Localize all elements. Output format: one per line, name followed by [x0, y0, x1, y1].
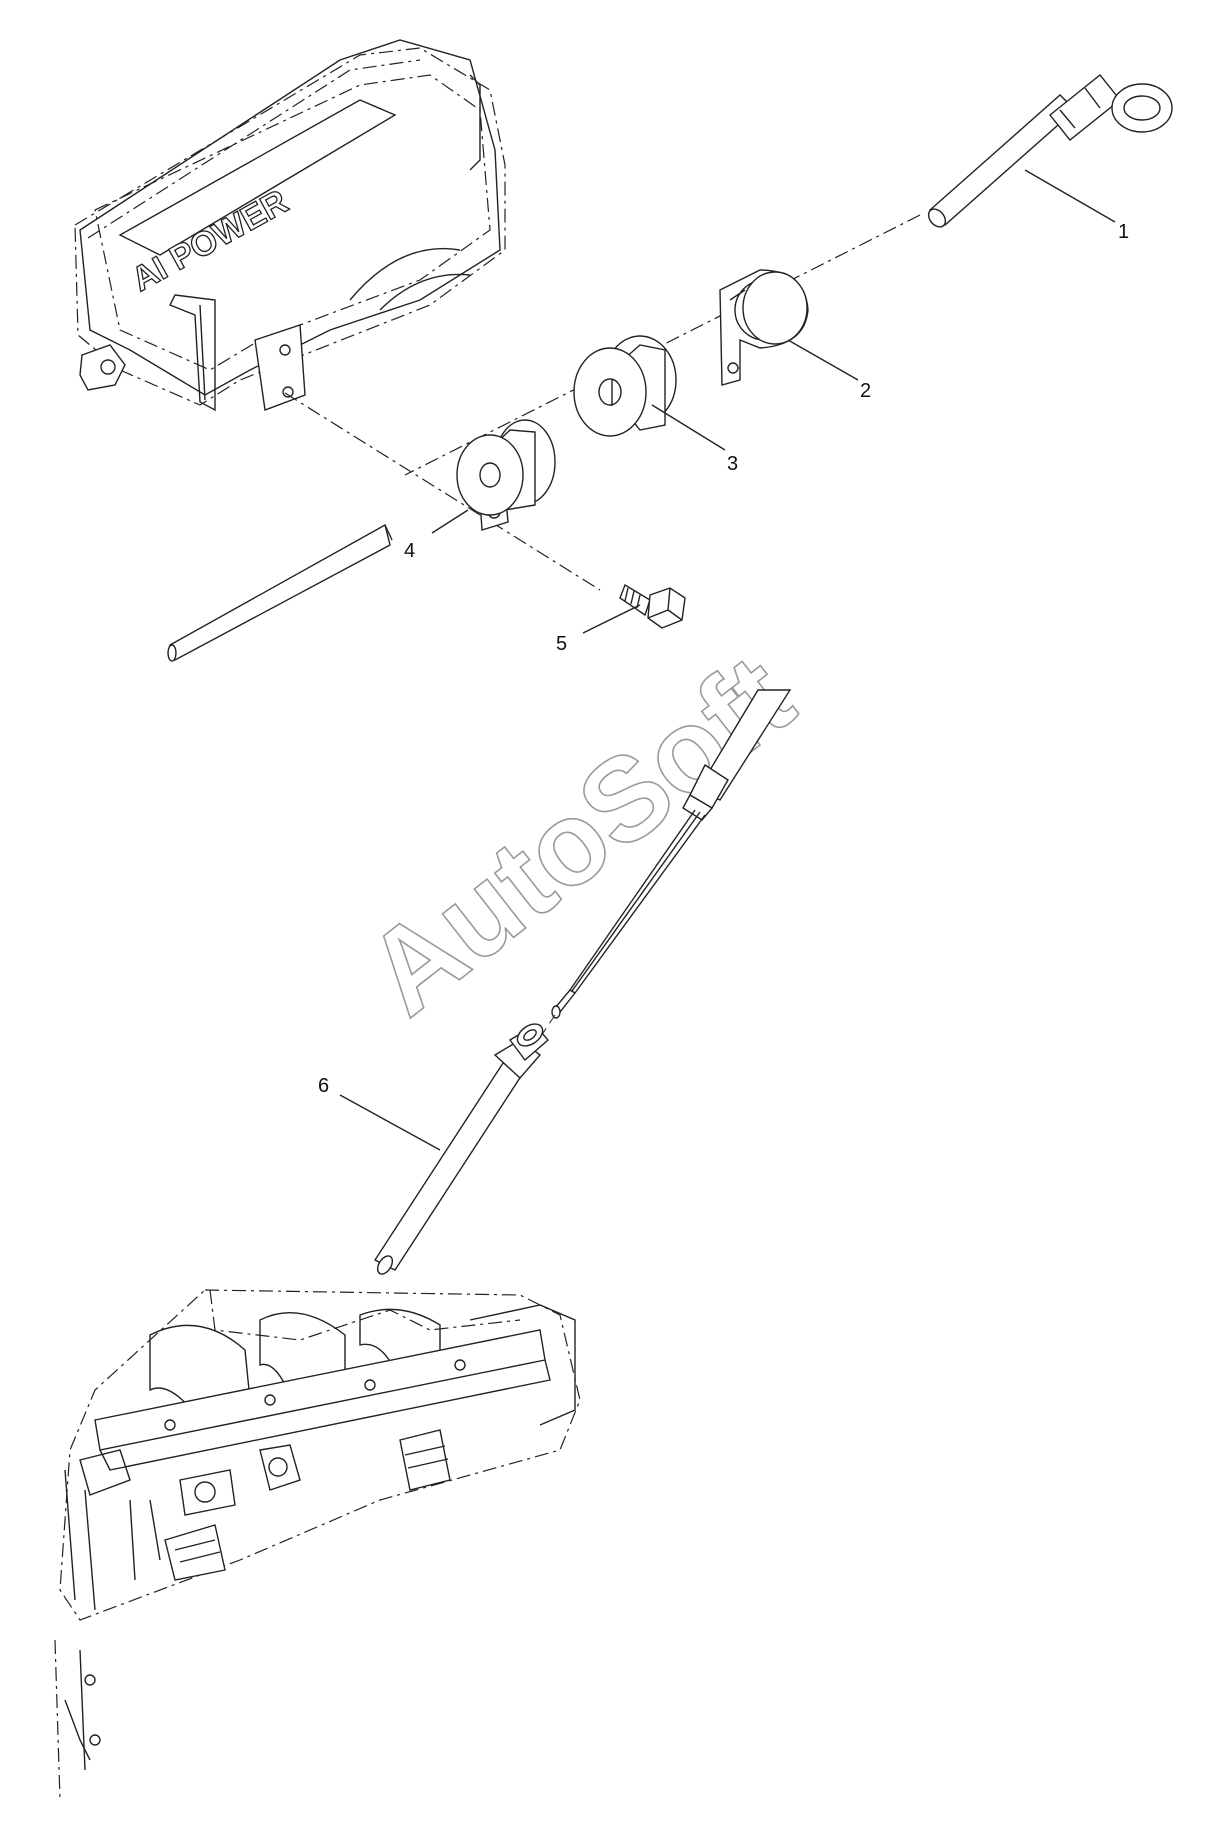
dipstick-blade-assembly: [551, 689, 792, 1019]
svg-text:5: 5: [556, 633, 567, 655]
part-6-lower-tube: [373, 1023, 549, 1275]
callout-2: 2: [787, 339, 871, 402]
callout-6: 6: [318, 1075, 441, 1151]
svg-text:AutoSoft: AutoSoft: [343, 630, 817, 1041]
callout-1: 1: [1024, 169, 1129, 243]
watermark: AutoSoft: [342, 629, 817, 1041]
cylinder-block: [54, 1289, 581, 1801]
svg-text:AI POWER: AI POWER: [125, 182, 294, 299]
callout-3: 3: [651, 404, 738, 475]
svg-text:4: 4: [404, 540, 415, 562]
part-1-dipstick-handle: [927, 74, 1173, 228]
callout-5: 5: [556, 604, 641, 655]
svg-text:6: 6: [318, 1075, 329, 1097]
engine-cover: AI POWER: [74, 39, 506, 412]
blade-axis-line: [534, 1014, 556, 1046]
svg-text:3: 3: [727, 453, 738, 475]
svg-text:2: 2: [860, 380, 871, 402]
svg-text:1: 1: [1118, 221, 1129, 243]
assembly-axis-line: [404, 214, 921, 476]
part-5-bolt: [619, 583, 686, 629]
part-3-grommet: [573, 335, 677, 437]
bolt-axis-line: [284, 392, 601, 591]
logo-ai-power: AI POWER: [125, 182, 295, 300]
wedge-strip: [167, 523, 393, 662]
part-4-clip-grommet: [456, 419, 556, 531]
part-2-clip-bracket: [719, 269, 809, 386]
callout-4: 4: [404, 509, 469, 562]
